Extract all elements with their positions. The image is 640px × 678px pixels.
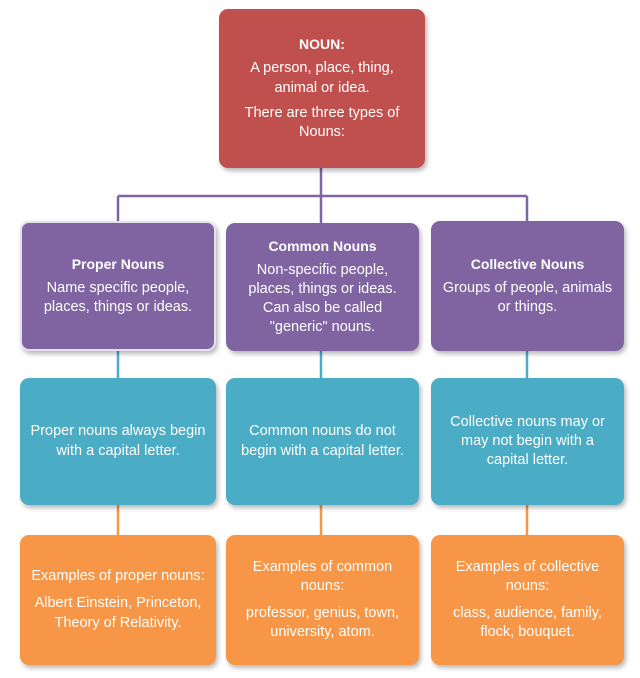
proper-nouns-examples-box: Examples of proper nouns: Albert Einstei… xyxy=(20,535,216,665)
collective-nouns-capital-box: Collective nouns may or may not begin wi… xyxy=(431,378,624,505)
collective-nouns-capital-text: Collective nouns may or may not begin wi… xyxy=(450,413,605,469)
root-types-line-2: Nouns: xyxy=(299,123,345,140)
collective-nouns-box: Collective Nouns Groups of people, anima… xyxy=(431,221,624,351)
proper-nouns-capital-text: Proper nouns always begin with a capital… xyxy=(30,423,206,459)
collective-nouns-examples-list: class, audience, family, flock, bouquet. xyxy=(453,605,602,641)
common-nouns-examples-box: Examples of common nouns: professor, gen… xyxy=(226,535,419,665)
proper-nouns-title: Proper Nouns xyxy=(71,255,165,272)
common-nouns-examples-heading: Examples of common nouns: xyxy=(252,558,393,594)
noun-root-box: NOUN: A person, place, thing, animal or … xyxy=(219,9,425,168)
common-nouns-examples-list: professor, genius, town, university, ato… xyxy=(245,605,400,641)
proper-nouns-description: Name specific people, places, things or … xyxy=(43,280,193,316)
proper-nouns-examples-list: Albert Einstein, Princeton, Theory of Re… xyxy=(34,595,202,631)
common-nouns-box: Common Nouns Non-specific people, places… xyxy=(226,223,419,351)
root-types-line-1: There are three types of xyxy=(244,104,400,121)
collective-nouns-title: Collective Nouns xyxy=(470,255,585,272)
collective-nouns-description: Groups of people, animals or things. xyxy=(442,280,613,316)
collective-nouns-examples-heading: Examples of collective nouns: xyxy=(455,558,600,594)
proper-nouns-box: Proper Nouns Name specific people, place… xyxy=(20,221,216,351)
common-nouns-title: Common Nouns xyxy=(268,237,377,254)
common-nouns-capital-box: Common nouns do not begin with a capital… xyxy=(226,378,419,505)
common-nouns-capital-text: Common nouns do not begin with a capital… xyxy=(241,423,404,459)
collective-nouns-examples-box: Examples of collective nouns: class, aud… xyxy=(431,535,624,665)
common-nouns-description: Non-specific people, places, things or i… xyxy=(248,261,397,336)
proper-nouns-capital-box: Proper nouns always begin with a capital… xyxy=(20,378,216,505)
proper-nouns-examples-heading: Examples of proper nouns: xyxy=(31,568,205,585)
root-definition-line-1: A person, place, thing, xyxy=(250,60,394,77)
root-title: NOUN: xyxy=(299,36,345,53)
root-definition-line-2: animal or idea. xyxy=(274,79,370,96)
